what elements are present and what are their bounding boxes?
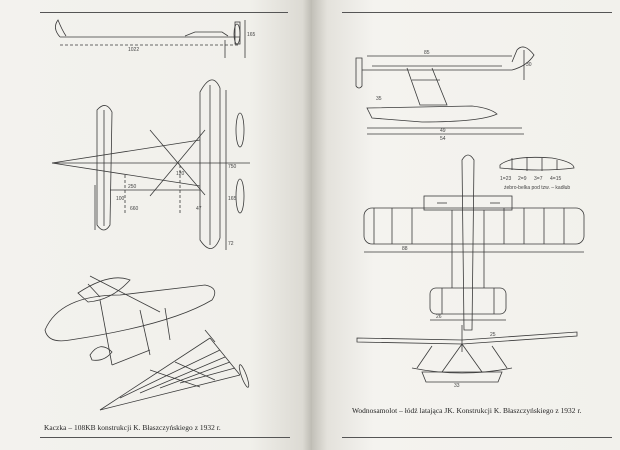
left-caption: Kaczka – 108KB konstrukcji K. Błaszczyńs…	[44, 423, 221, 432]
dim-label: 660	[130, 206, 139, 212]
dim-label: 49	[440, 128, 446, 134]
airfoil-label: żebro-belka pod tzw. – kadłub	[504, 185, 570, 191]
boat-side-view	[355, 46, 535, 135]
front-dim-labels: 25 33	[454, 332, 496, 389]
top-dim-labels: 88 26	[402, 246, 442, 320]
dim-label: 85	[424, 50, 430, 56]
dim-label: 250	[128, 184, 137, 190]
dim-label: 54	[440, 136, 446, 142]
dim-label: 750	[228, 164, 237, 170]
top-rule	[40, 12, 288, 13]
dim-label: 30	[526, 62, 532, 68]
boat-front-view	[356, 325, 578, 383]
top-dim-labels: 250 120 660 750 165 72 100 47	[116, 164, 237, 247]
duck-perspective-view	[44, 275, 250, 411]
duck-side-view	[55, 19, 246, 58]
side-dim-labels: 1022 165	[128, 32, 256, 53]
dim-label: 35	[376, 96, 382, 102]
dim-label: 165	[247, 32, 256, 38]
top-rule	[342, 12, 612, 13]
right-page: 85 30 35 49 54 1=23 2=9 3=7 4=15 żebro-b…	[312, 0, 620, 450]
airfoil-section	[499, 156, 575, 171]
right-caption: Wodnosamolot – łódź latająca JK. Konstru…	[352, 406, 582, 415]
side-dim-labels: 85 30 35 49 54	[376, 50, 532, 142]
left-page: 1022 165	[0, 0, 312, 450]
dim-label: 165	[228, 196, 237, 202]
dim-label: 88	[402, 246, 408, 252]
boat-top-view	[363, 154, 585, 331]
flying-boat-drawing: 85 30 35 49 54 1=23 2=9 3=7 4=15 żebro-b…	[355, 46, 585, 389]
airfoil-station: 3=7	[534, 176, 543, 182]
dim-label: 72	[228, 241, 234, 247]
dim-label: 33	[454, 383, 460, 389]
bottom-rule	[40, 437, 290, 438]
airfoil-station: 4=15	[550, 176, 561, 182]
airfoil-station: 1=23	[500, 176, 511, 182]
airfoil-station: 2=9	[518, 176, 527, 182]
duck-top-view	[51, 79, 250, 250]
dim-label: 26	[436, 314, 442, 320]
dim-label: 120	[176, 171, 185, 177]
dim-label: 1022	[128, 47, 139, 53]
dim-label: 25	[490, 332, 496, 338]
bottom-rule	[342, 437, 612, 438]
airfoil-labels: 1=23 2=9 3=7 4=15 żebro-belka pod tzw. –…	[500, 176, 570, 191]
dim-label: 47	[196, 206, 202, 212]
duck-airplane-drawing: 1022 165	[44, 19, 256, 411]
dim-label: 100	[116, 196, 125, 202]
